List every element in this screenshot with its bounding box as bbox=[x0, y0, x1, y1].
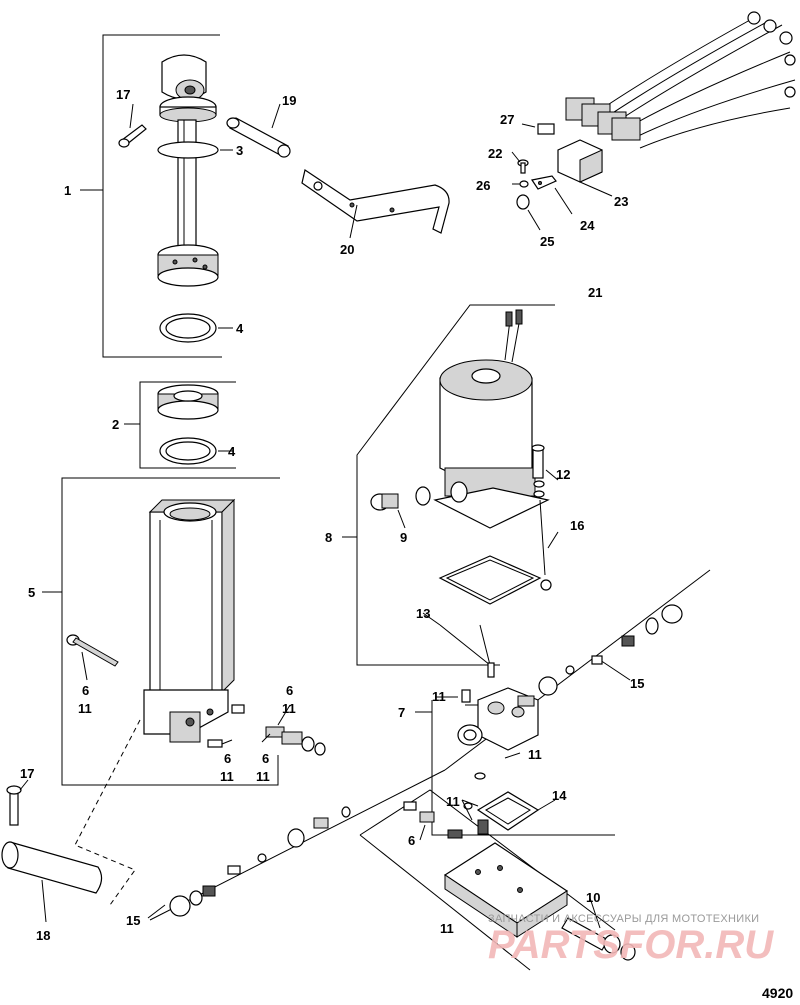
callout-23: 23 bbox=[614, 194, 628, 209]
callout-7: 7 bbox=[398, 705, 405, 720]
group-bracket-1 bbox=[80, 34, 222, 358]
pin-17-lower bbox=[6, 785, 22, 826]
trim-pump-motor-21 bbox=[433, 309, 550, 529]
leader-lines bbox=[19, 103, 613, 929]
callout-2: 2 bbox=[112, 417, 119, 432]
group-bracket-5 bbox=[42, 477, 280, 786]
callout-6-mid2: 6 bbox=[262, 751, 269, 766]
callout-10: 10 bbox=[586, 890, 600, 905]
callout-21: 21 bbox=[588, 285, 602, 300]
figure-number: 4920 bbox=[762, 985, 793, 1001]
screw-22 bbox=[517, 159, 529, 174]
group-bracket-21 bbox=[342, 304, 555, 666]
screw-12 bbox=[531, 444, 545, 498]
manifold-plate bbox=[443, 842, 569, 938]
callout-11-left: 11 bbox=[78, 701, 92, 716]
relief-valve-kit-upper bbox=[517, 604, 683, 707]
callout-3: 3 bbox=[236, 143, 243, 158]
callout-24: 24 bbox=[580, 218, 595, 233]
callout-9: 9 bbox=[400, 530, 407, 545]
callout-26: 26 bbox=[476, 178, 490, 193]
callout-6-right: 6 bbox=[286, 683, 293, 698]
screw-11-top bbox=[461, 689, 471, 703]
check-valve-kit-right bbox=[207, 704, 326, 756]
callout-19: 19 bbox=[282, 93, 296, 108]
callout-11-c: 11 bbox=[446, 794, 460, 809]
grommet-25 bbox=[516, 194, 530, 210]
callout-17-lower: 17 bbox=[20, 766, 34, 781]
callout-11-a: 11 bbox=[432, 689, 446, 704]
callout-17-upper: 17 bbox=[116, 87, 130, 102]
bracket-24 bbox=[531, 175, 557, 190]
ground-wire-16 bbox=[539, 499, 552, 591]
callout-13: 13 bbox=[416, 606, 430, 621]
wiring-harness bbox=[565, 11, 796, 149]
callout-12: 12 bbox=[556, 467, 570, 482]
pivot-shaft-18 bbox=[1, 841, 103, 894]
callout-18: 18 bbox=[36, 928, 50, 943]
callout-11-d: 11 bbox=[440, 921, 454, 936]
pin-17-upper bbox=[118, 124, 147, 148]
decal-27 bbox=[537, 123, 555, 135]
callout-8: 8 bbox=[325, 530, 332, 545]
bracket-20 bbox=[301, 169, 450, 234]
callout-5: 5 bbox=[28, 585, 35, 600]
gasket-13 bbox=[438, 555, 542, 678]
piston-2 bbox=[157, 384, 219, 420]
watermark-site: PARTSFOR.RU bbox=[488, 923, 774, 967]
fill-plug-9 bbox=[370, 486, 431, 511]
screw-6-11-left bbox=[66, 634, 119, 667]
relief-valve-kit-lower bbox=[169, 806, 351, 917]
callout-4-upper: 4 bbox=[236, 321, 244, 336]
relay-23 bbox=[557, 139, 603, 183]
o-ring-3 bbox=[157, 141, 219, 159]
check-valve-6-center bbox=[403, 801, 435, 823]
callout-6-center: 6 bbox=[408, 833, 415, 848]
callout-11-right: 11 bbox=[282, 701, 296, 716]
callout-14: 14 bbox=[552, 788, 567, 803]
group-bracket-2 bbox=[124, 381, 236, 469]
callout-16: 16 bbox=[570, 518, 584, 533]
callout-6-left: 6 bbox=[82, 683, 89, 698]
trim-cylinder-5 bbox=[143, 498, 236, 743]
callout-20: 20 bbox=[340, 242, 354, 257]
callout-15-upper: 15 bbox=[630, 676, 644, 691]
callout-27: 27 bbox=[500, 112, 514, 127]
callout-11-mid2: 11 bbox=[256, 769, 270, 784]
watermark: ЗАПЧАСТИ И АКСЕССУАРЫ ДЛЯ МОТОТЕХНИКИ PA… bbox=[488, 913, 774, 967]
callout-4-lower: 4 bbox=[228, 444, 236, 459]
callout-1: 1 bbox=[64, 183, 71, 198]
callout-labels: 1 2 3 4 4 5 6 11 6 11 6 11 6 11 7 8 9 10… bbox=[20, 87, 644, 943]
washer-26 bbox=[519, 180, 529, 188]
watermark-tagline: ЗАПЧАСТИ И АКСЕССУАРЫ ДЛЯ МОТОТЕХНИКИ bbox=[488, 913, 759, 925]
callout-6-mid: 6 bbox=[224, 751, 231, 766]
pivot-pin-dashed-link bbox=[74, 719, 141, 906]
callout-11-b: 11 bbox=[528, 747, 542, 762]
valve-10 bbox=[561, 917, 636, 961]
callout-15-lower: 15 bbox=[126, 913, 140, 928]
callout-11-mid: 11 bbox=[220, 769, 234, 784]
callout-25: 25 bbox=[540, 234, 554, 249]
pin-19 bbox=[226, 117, 291, 158]
callout-22: 22 bbox=[488, 146, 502, 161]
trim-ram-rod-assembly bbox=[157, 54, 219, 287]
